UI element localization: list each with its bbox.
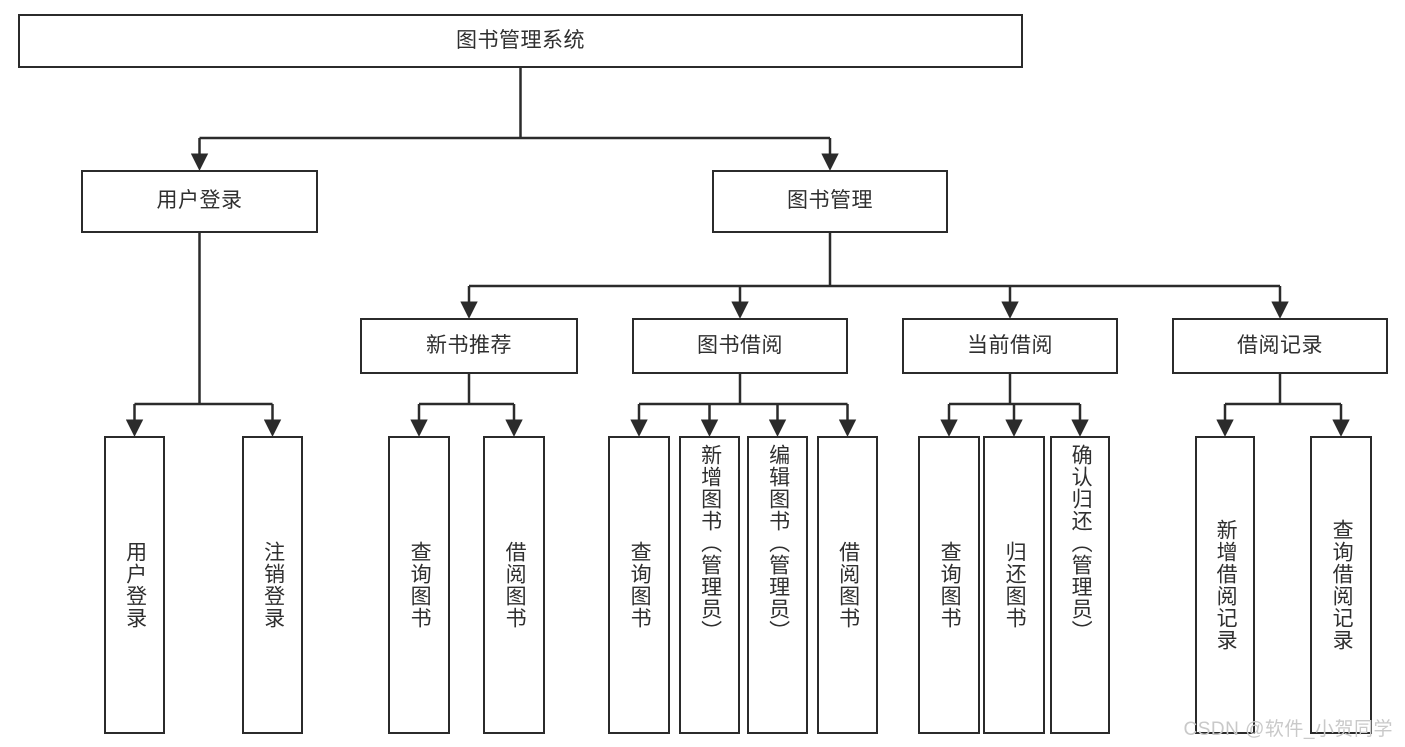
node-b-query[interactable]: 查询图书 — [608, 436, 670, 734]
node-label: 借阅图书 — [503, 541, 527, 629]
node-n-borrow[interactable]: 借阅图书 — [483, 436, 545, 734]
node-b-borrow[interactable]: 借阅图书 — [817, 436, 878, 734]
node-label: 查询图书 — [408, 541, 432, 629]
node-newrec[interactable]: 新书推荐 — [360, 318, 578, 374]
node-c-query[interactable]: 查询图书 — [918, 436, 980, 734]
node-bookmgmt[interactable]: 图书管理 — [712, 170, 948, 233]
node-current[interactable]: 当前借阅 — [902, 318, 1118, 374]
node-label: 新增借阅记录 — [1214, 519, 1238, 651]
node-r-query[interactable]: 查询借阅记录 — [1310, 436, 1372, 734]
node-l-logout[interactable]: 注销登录 — [242, 436, 303, 734]
node-label: 编辑图书（管理员） — [766, 444, 790, 642]
node-b-add[interactable]: 新增图书（管理员） — [679, 436, 740, 734]
node-records[interactable]: 借阅记录 — [1172, 318, 1388, 374]
node-label: 确认归还（管理员） — [1069, 444, 1093, 642]
watermark: CSDN @软件_小贺同学 — [1183, 719, 1393, 740]
node-c-confirm[interactable]: 确认归还（管理员） — [1050, 436, 1110, 734]
node-label: 新书推荐 — [426, 333, 512, 357]
node-label: 查询图书 — [938, 541, 962, 629]
node-label: 查询借阅记录 — [1330, 519, 1354, 651]
node-l-userlogin[interactable]: 用户登录 — [104, 436, 165, 734]
node-label: 借阅记录 — [1237, 333, 1323, 357]
node-label: 归还图书 — [1003, 541, 1027, 629]
node-label: 新增图书（管理员） — [698, 444, 722, 642]
node-n-query[interactable]: 查询图书 — [388, 436, 450, 734]
node-label: 图书管理 — [787, 189, 873, 213]
node-b-edit[interactable]: 编辑图书（管理员） — [747, 436, 808, 734]
node-label: 用户登录 — [156, 189, 243, 213]
node-label: 图书借阅 — [697, 333, 783, 357]
node-c-return[interactable]: 归还图书 — [983, 436, 1045, 734]
node-root[interactable]: 图书管理系统 — [18, 14, 1023, 68]
node-label: 用户登录 — [123, 541, 147, 629]
node-login[interactable]: 用户登录 — [81, 170, 318, 233]
node-borrow[interactable]: 图书借阅 — [632, 318, 848, 374]
node-label: 当前借阅 — [967, 333, 1053, 357]
node-label: 借阅图书 — [836, 541, 860, 629]
node-r-add[interactable]: 新增借阅记录 — [1195, 436, 1255, 734]
node-label: 注销登录 — [261, 541, 285, 629]
node-label: 查询图书 — [628, 541, 652, 629]
node-label: 图书管理系统 — [456, 28, 585, 52]
